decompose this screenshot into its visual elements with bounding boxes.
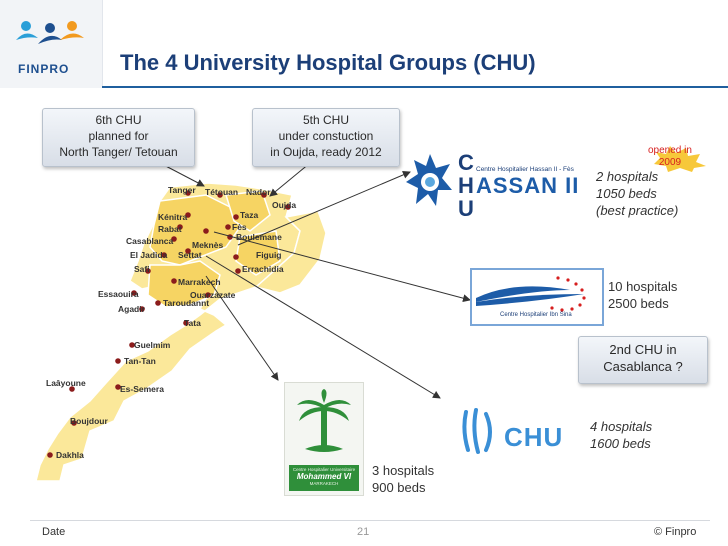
title-divider	[102, 86, 728, 88]
note-line: 3 hospitals	[372, 463, 435, 478]
opened-burst-icon	[654, 146, 706, 172]
hassan-letter-c: C	[458, 150, 474, 175]
ibn-rochd-chu: CHU	[504, 422, 564, 452]
ibn-sina-swoosh-icon	[476, 276, 586, 312]
ibn-sina-caption: Centre Hospitalier Ibn Sina	[500, 312, 572, 318]
callout-line: planned for	[88, 129, 149, 143]
finpro-figures-icon	[16, 21, 84, 44]
callout-fifth-chu: 5th CHU under constuction in Oujda, read…	[252, 108, 400, 167]
hassan-subtitle: Centre Hospitalier Hassan II - Fès	[476, 166, 574, 173]
city-label-ouarzazate: Ouarzazate	[190, 290, 236, 300]
city-label-oujda: Oujda	[272, 200, 297, 210]
mohammed-vi-line2: Mohammed VI	[296, 472, 352, 481]
callout-line: in Oujda, ready 2012	[270, 145, 382, 159]
opened-line: opened in	[648, 145, 692, 156]
city-label-guelmim: Guelmim	[134, 340, 171, 350]
city-label-tetouan: Tétouan	[205, 187, 239, 197]
note-line: 4 hospitals	[590, 419, 653, 434]
city-label-taroudannt: Taroudannt	[163, 298, 210, 308]
city-label-tan-tan: Tan-Tan	[124, 356, 156, 366]
city-label-essaouira: Essaouira	[98, 289, 139, 299]
city-label-rabat: Rabat	[158, 224, 182, 234]
city-label-boulemane: Boulemane	[236, 232, 282, 242]
city-label-casablanca: Casablanca	[126, 236, 174, 246]
city-label-figuig: Figuig	[256, 250, 282, 260]
callout-second-chu: 2nd CHU in Casablanca ?	[578, 336, 708, 384]
footer-divider	[30, 520, 710, 521]
ibn-rochd-figure-icon	[462, 408, 492, 454]
callout-line: North Tanger/ Tetouan	[59, 145, 178, 159]
callout-sixth-chu: 6th CHU planned for North Tanger/ Tetoua…	[42, 108, 195, 167]
note-line: 2500 beds	[608, 296, 669, 311]
hassan-name: ASSAN II	[476, 173, 580, 198]
city-label-marrakech: Marrakech	[178, 277, 221, 287]
morocco-map	[35, 182, 327, 482]
ibn-rochd-logo: CHU	[460, 400, 580, 460]
note-line: 10 hospitals	[608, 279, 678, 294]
ibn-sina-logo: Centre Hospitalier Ibn Sina	[470, 268, 604, 326]
callout-line: 5th CHU	[302, 113, 349, 127]
city-label-dakhla: Dakhla	[56, 450, 84, 460]
footer-date: Date	[42, 526, 66, 538]
city-label-laayoune: Laâyoune	[46, 378, 86, 388]
mohammed-vi-banner: Centre Hospitalier Universitaire Mohamme…	[289, 465, 359, 491]
mohammed-vi-line3: MARRAKECH	[309, 481, 339, 486]
footer-copyright: © Finpro	[654, 526, 697, 538]
hassan-letter-h: H	[458, 173, 474, 198]
opened-badge: opened in 2009	[648, 145, 692, 169]
note-line: 2 hospitals	[596, 169, 659, 184]
city-label-nador: Nador	[246, 187, 271, 197]
note-line: 900 beds	[372, 480, 426, 495]
callout-line: under constuction	[278, 129, 374, 143]
logo-panel	[0, 0, 103, 88]
mohammed-vi-notes: 3 hospitals 900 beds	[372, 462, 434, 496]
city-label-safi: Safi	[134, 264, 150, 274]
callout-line: 2nd CHU in	[609, 342, 677, 357]
city-label-agadir: Agadir	[118, 304, 145, 314]
hassan-notes: 2 hospitals 1050 beds (best practice)	[596, 168, 678, 219]
city-label-meknes: Meknès	[192, 240, 224, 250]
city-label-boujdour: Boujdour	[70, 416, 108, 426]
note-line: (best practice)	[596, 203, 679, 218]
city-label-kenitra: Kénitra	[158, 212, 188, 222]
city-label-errachidia: Errachidia	[242, 264, 284, 274]
city-label-taza: Taza	[240, 210, 259, 220]
ibn-rochd-notes: 4 hospitals 1600 beds	[590, 418, 652, 452]
ibn-sina-notes: 10 hospitals 2500 beds	[608, 278, 677, 312]
city-label-tanger: Tanger	[168, 185, 196, 195]
callout-line: Casablanca ?	[603, 359, 683, 374]
city-label-tata: Tata	[184, 318, 201, 328]
logo-text: FINPRO	[18, 62, 70, 76]
hassan-letter-u: U	[458, 196, 474, 221]
palm-tree-icon	[297, 389, 351, 452]
page-title: The 4 University Hospital Groups (CHU)	[120, 50, 536, 75]
mohammed-vi-logo: Centre Hospitalier Universitaire Mohamme…	[284, 382, 364, 496]
city-label-fes: Fès	[232, 222, 247, 232]
opened-line: 2009	[658, 157, 682, 168]
hassan-ii-logo: C H U Centre Hospitalier Hassan II - Fès…	[406, 150, 592, 224]
city-label-es-semera: Es-Semera	[120, 384, 164, 394]
note-line: 1600 beds	[590, 436, 651, 451]
city-label-settat: Settat	[178, 250, 202, 260]
mohammed-vi-line1: Centre Hospitalier Universitaire	[292, 467, 356, 472]
city-label-el-jadida: El Jadida	[130, 250, 168, 260]
hassan-star-icon	[406, 154, 452, 206]
note-line: 1050 beds	[596, 186, 657, 201]
footer-page-number: 21	[357, 526, 370, 538]
callout-line: 6th CHU	[95, 113, 142, 127]
